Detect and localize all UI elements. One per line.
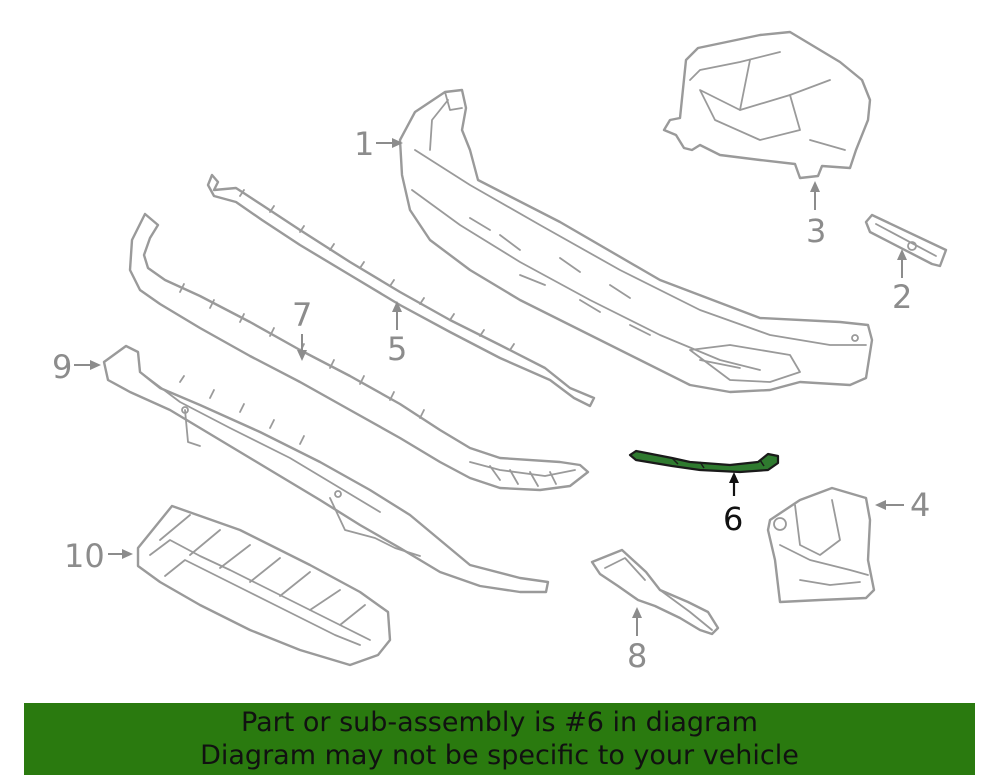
part-2-small-bracket[interactable] bbox=[864, 213, 948, 268]
callout-8: 8 bbox=[627, 607, 647, 675]
callout-4: 4 bbox=[875, 486, 930, 524]
svg-text:1: 1 bbox=[354, 125, 374, 163]
svg-text:7: 7 bbox=[292, 296, 312, 334]
callout-6: 6 bbox=[723, 472, 743, 538]
banner-line-1: Part or sub-assembly is #6 in diagram bbox=[241, 707, 758, 738]
svg-text:10: 10 bbox=[64, 537, 105, 575]
banner-line-2: Diagram may not be specific to your vehi… bbox=[200, 740, 799, 771]
part-10-skid-plate[interactable] bbox=[136, 504, 392, 667]
part-1-bumper-cover[interactable] bbox=[398, 88, 874, 394]
callout-1: 1 bbox=[354, 125, 403, 163]
svg-text:4: 4 bbox=[910, 486, 930, 524]
svg-text:8: 8 bbox=[627, 637, 647, 675]
part-info-banner: Part or sub-assembly is #6 in diagram Di… bbox=[24, 703, 975, 775]
part-6-highlighted-bracket[interactable] bbox=[628, 449, 780, 474]
parts-diagram: 1 2 3 4 5 6 7 8 bbox=[52, 30, 948, 675]
svg-text:9: 9 bbox=[52, 348, 72, 386]
svg-text:6: 6 bbox=[723, 500, 743, 538]
part-4-side-bracket[interactable] bbox=[766, 486, 876, 604]
callout-3: 3 bbox=[806, 181, 826, 250]
svg-text:5: 5 bbox=[387, 330, 407, 368]
callout-10: 10 bbox=[64, 537, 133, 575]
part-3-bracket[interactable] bbox=[662, 30, 872, 180]
part-9-lower-valance[interactable] bbox=[102, 344, 550, 594]
svg-text:2: 2 bbox=[892, 278, 912, 316]
callout-5: 5 bbox=[387, 301, 407, 368]
part-8-deflector[interactable] bbox=[590, 548, 720, 636]
callout-9: 9 bbox=[52, 348, 101, 386]
svg-text:3: 3 bbox=[806, 212, 826, 250]
part-5-trim-strip[interactable] bbox=[206, 173, 596, 408]
callout-7: 7 bbox=[292, 296, 312, 361]
callout-2: 2 bbox=[892, 249, 912, 316]
